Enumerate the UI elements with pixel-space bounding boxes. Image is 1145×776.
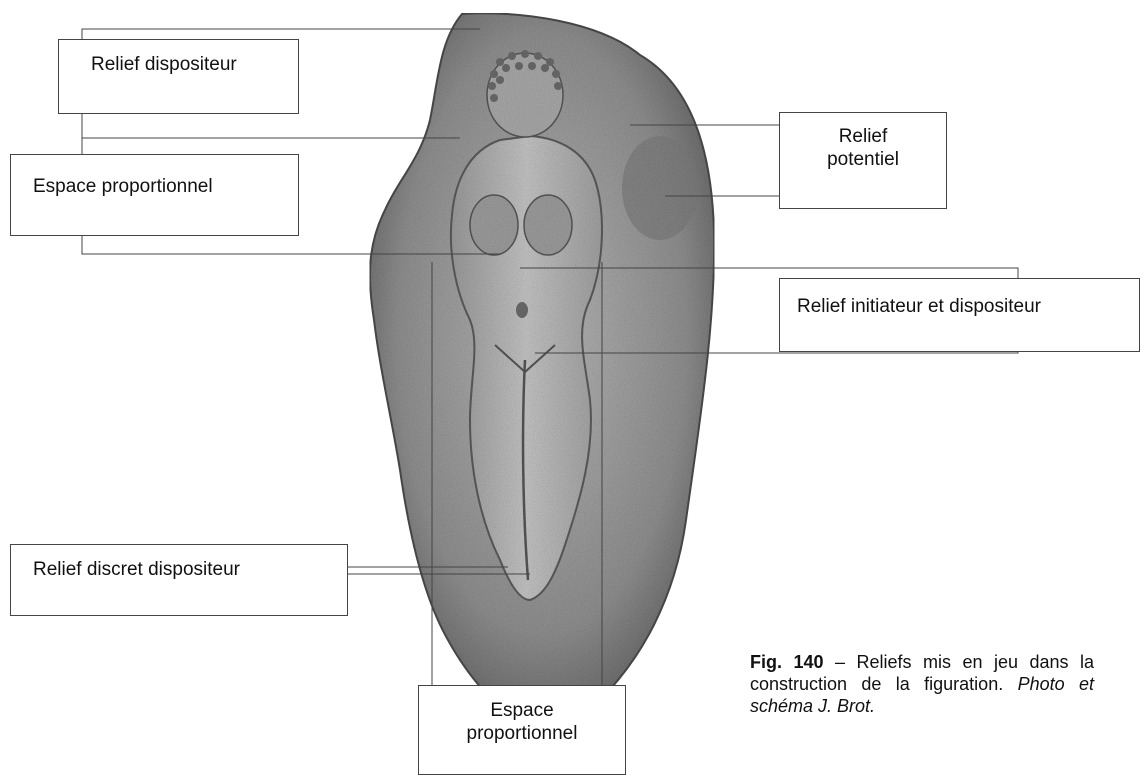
label-relief-dispositeur-text: Relief dispositeur [91,53,298,76]
label-espace-proportionnel-left: Espace proportionnel [10,154,299,236]
label-relief-discret-text: Relief discret dispositeur [33,558,347,581]
figure-navel [516,302,528,318]
label-espace-proportionnel-left-text: Espace proportionnel [33,175,298,198]
label-relief-dispositeur: Relief dispositeur [58,39,299,114]
figure-breast-right [524,195,572,255]
label-relief-initiateur: Relief initiateur et dispositeur [779,278,1140,352]
caption-fig-label: Fig. 140 [750,652,824,672]
label-relief-potentiel: Relief potentiel [779,112,947,209]
stone-relief-photo [370,13,714,726]
figure-breast-left [470,195,518,255]
label-relief-potentiel-text: Relief potentiel [780,125,946,171]
label-relief-initiateur-text: Relief initiateur et dispositeur [797,295,1139,318]
label-relief-discret: Relief discret dispositeur [10,544,348,616]
figure-caption: Fig. 140 – Reliefs mis en jeu dans la co… [750,651,1094,717]
caption-dash: – [824,652,857,672]
label-espace-proportionnel-bottom: Espace proportionnel [418,685,626,775]
label-espace-proportionnel-bottom-text: Espace proportionnel [419,699,625,745]
right-relief-bulge [622,136,698,240]
leader-relief-dispositeur [82,29,480,39]
